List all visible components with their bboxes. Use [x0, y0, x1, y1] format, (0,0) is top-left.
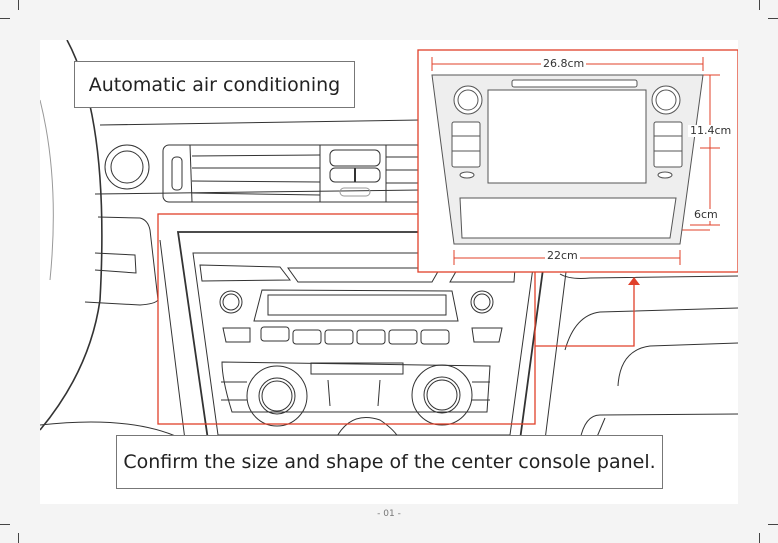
steering-wheel-inner — [40, 99, 54, 281]
section-title: Automatic air conditioning — [74, 61, 355, 108]
dimension-top-width: 26.8cm — [541, 57, 587, 70]
radio-display — [253, 289, 459, 322]
crop-mark — [768, 18, 778, 19]
storage-compartment — [459, 197, 677, 239]
crop-mark — [18, 533, 19, 543]
touch-screen — [487, 89, 647, 184]
crop-mark — [759, 0, 760, 10]
console-highlight-frame — [157, 213, 536, 425]
volume-knob — [219, 290, 243, 314]
page-number: - 01 - — [377, 509, 401, 519]
hazard-button — [329, 149, 381, 167]
dimension-upper-height: 11.4cm — [688, 124, 734, 137]
crop-mark — [759, 533, 760, 543]
left-temp-knob — [246, 365, 308, 427]
right-temp-knob — [411, 364, 473, 426]
dimension-inset — [417, 49, 738, 273]
callout-arrow-line — [535, 285, 635, 347]
crop-mark — [0, 524, 10, 525]
dimension-lower-height: 6cm — [692, 208, 720, 221]
tune-knob — [470, 290, 494, 314]
left-round-vent — [104, 144, 150, 190]
crop-mark — [0, 18, 10, 19]
dash-top-line — [99, 119, 421, 126]
climate-panel — [221, 361, 491, 413]
manual-page: 26.8cm 11.4cm 6cm 22cm Automatic air con… — [40, 40, 738, 504]
crop-mark — [768, 524, 778, 525]
crop-mark — [18, 0, 19, 10]
callout-arrow-head — [628, 277, 640, 285]
instruction-caption: Confirm the size and shape of the center… — [116, 435, 663, 489]
dimension-bottom-width: 22cm — [545, 249, 580, 262]
